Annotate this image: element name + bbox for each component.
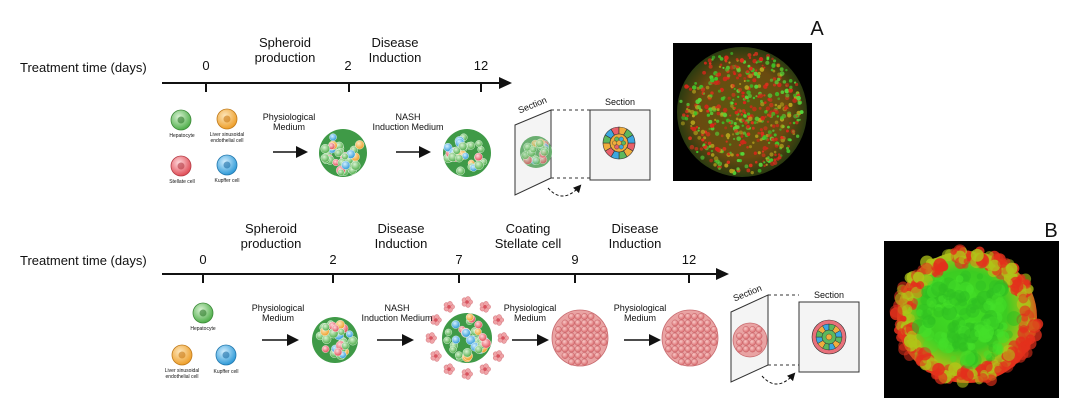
cell-hepatocyte-b [192, 302, 214, 324]
section-label-b-2: Section [813, 290, 845, 300]
phase-label-a-spheroid: Spheroid production [254, 35, 316, 65]
cell-label-hepatocyte-a: Hepatocyte [169, 133, 195, 139]
cell-label-endothelial-a: Liver sinusoidal endothelial cell [209, 132, 245, 144]
phase-label-b-coating: Coating Stellate cell [494, 221, 562, 251]
tick-label-b-7: 7 [455, 252, 463, 267]
cell-endothelial-a [216, 108, 238, 130]
cell-label-kupffer-b: Kupffer cell [213, 369, 239, 375]
step-label-a-1: Physiological Medium [262, 112, 316, 133]
phase-label-b-disease-1: Disease Induction [374, 221, 428, 251]
microscopy-image-b [884, 241, 1059, 398]
spheroid-a-2 [443, 129, 491, 177]
step-label-b-4: Physiological Medium [613, 303, 667, 324]
axis-label-b: Treatment time (days) [20, 253, 147, 268]
panel-letter-b: B [1044, 220, 1058, 242]
cell-label-hepatocyte-b: Hepatocyte [190, 326, 216, 332]
tick-label-a-12: 12 [473, 58, 489, 73]
step-label-b-3: Physiological Medium [503, 303, 557, 324]
phase-label-b-disease-2: Disease Induction [608, 221, 662, 251]
cell-endothelial-b [171, 344, 193, 366]
cell-label-stellate-a: Stellate cell [169, 179, 195, 185]
section-cross-b [811, 319, 847, 355]
step-label-a-2: NASH Induction Medium [372, 112, 444, 133]
timeline-b-arrowhead [716, 268, 729, 280]
spheroid-b-4-coated [661, 309, 719, 367]
axis-label-a: Treatment time (days) [20, 60, 147, 75]
spheroid-b-1 [312, 317, 358, 363]
section-label-a-2: Section [604, 97, 636, 107]
tick-label-a-2: 2 [344, 58, 352, 73]
cell-kupffer-b [215, 344, 237, 366]
step-label-b-1: Physiological Medium [251, 303, 305, 324]
tick-label-b-2: 2 [329, 252, 337, 267]
spheroid-b-3-coated [551, 309, 609, 367]
spheroid-a-1 [319, 129, 367, 177]
microscopy-image-a [673, 43, 812, 181]
step-label-b-2: NASH Induction Medium [361, 303, 433, 324]
cell-kupffer-a [216, 154, 238, 176]
cell-label-endothelial-b: Liver sinusoidal endothelial cell [164, 368, 200, 380]
timeline-a-arrowhead [499, 77, 512, 89]
spheroid-b-2-with-stellate [425, 296, 509, 380]
cell-label-kupffer-a: Kupffer cell [214, 178, 240, 184]
tick-label-b-0: 0 [199, 252, 207, 267]
panel-letter-a: A [810, 18, 824, 40]
section-schematic-a [514, 109, 651, 197]
phase-label-b-spheroid: Spheroid production [240, 221, 302, 251]
phase-label-a-disease: Disease Induction [368, 35, 422, 65]
section-schematic-b [730, 294, 860, 385]
section-cross-a [602, 126, 636, 160]
tick-label-b-12: 12 [681, 252, 697, 267]
tick-label-b-9: 9 [571, 252, 579, 267]
cell-hepatocyte-a [170, 109, 192, 131]
tick-label-a-0: 0 [202, 58, 210, 73]
cell-stellate-a [170, 155, 192, 177]
